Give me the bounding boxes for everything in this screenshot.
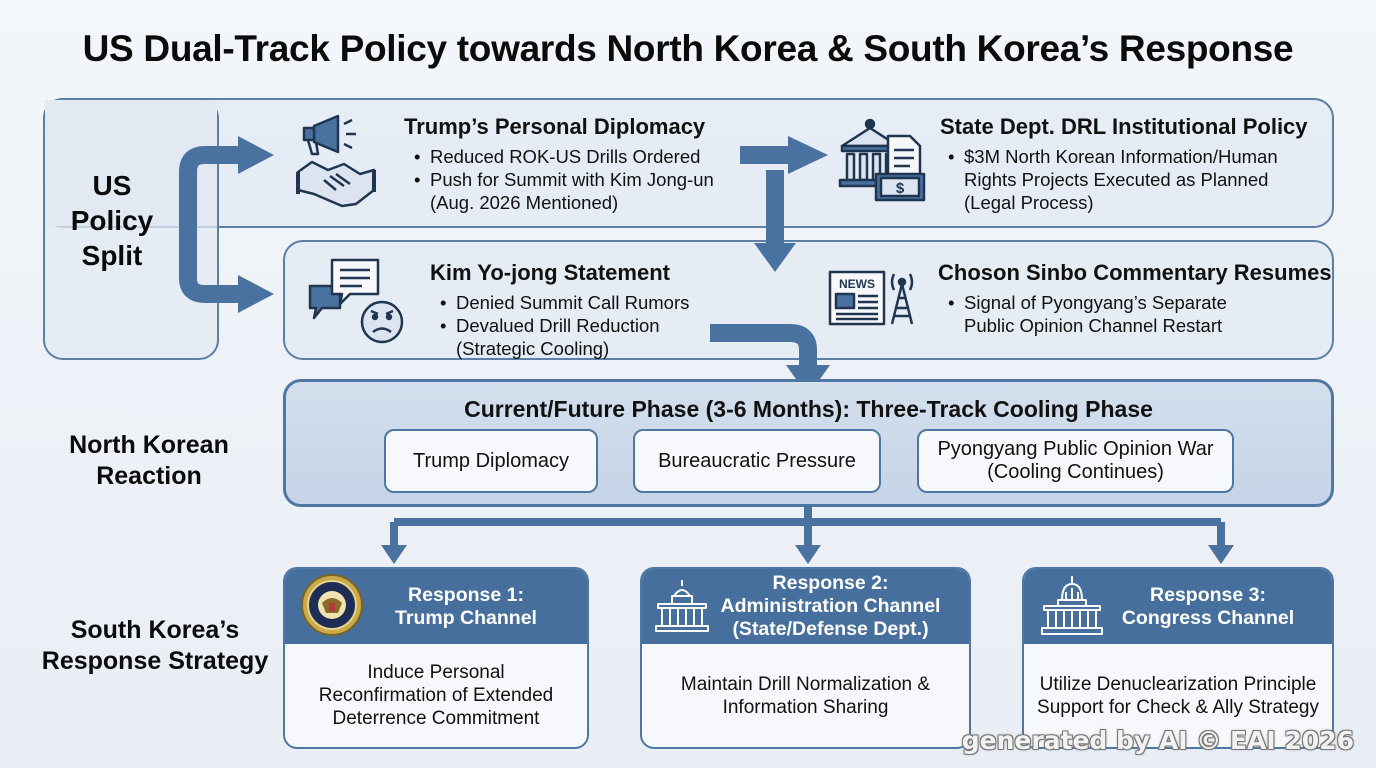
response-header-line: Response 3: — [1150, 583, 1266, 606]
choson-sinbo-title: Choson Sinbo Commentary Resumes — [938, 260, 1332, 285]
kim-yojong-bullets: Denied Summit Call Rumors Devalued Drill… — [430, 291, 689, 360]
list-item-continuation: (Legal Process) — [964, 192, 1094, 213]
response-arrow-head-3 — [1208, 545, 1234, 564]
capitol-building-icon — [655, 580, 709, 632]
list-item: Reduced ROK-US Drills Ordered — [414, 145, 714, 168]
response-1-body: Induce Personal Reconfirmation of Extend… — [285, 644, 587, 747]
row-label-line: North Korean — [69, 431, 229, 459]
list-item: $3M North Korean Information/Human — [948, 145, 1308, 168]
response-body-line: Deterrence Commitment — [332, 708, 540, 729]
choson-sinbo-bullets: Signal of Pyongyang’s Separate Public Op… — [938, 291, 1332, 337]
response-body-line: Information Sharing — [722, 696, 889, 718]
row-label-line: Policy — [70, 205, 154, 236]
response-body-line: Utilize Denuclearization Principle — [1039, 673, 1317, 695]
track-line: (Cooling Continues) — [987, 461, 1164, 483]
response-header-line: Response 2: — [772, 572, 889, 594]
speech-bubbles-frown-icon — [308, 258, 404, 344]
state-dept-bullets: $3M North Korean Information/Human Right… — [940, 145, 1308, 214]
kim-yojong-box: Kim Yo-jong Statement Denied Summit Call… — [430, 260, 689, 360]
list-item-continuation: (Aug. 2026 Mentioned) — [430, 192, 619, 213]
newspaper-antenna-icon: NEWS — [828, 270, 914, 326]
megaphone-handshake-icon — [296, 114, 376, 208]
state-dept-box: State Dept. DRL Institutional Policy $3M… — [940, 114, 1308, 214]
row-label-line: South Korea’s — [70, 616, 240, 644]
watermark: generated by AI © EAI 2026 — [961, 726, 1354, 755]
split-arrow-head-bottom — [238, 275, 274, 313]
track-trump-diplomacy: Trump Diplomacy — [384, 429, 598, 493]
list-item-continuation: (Strategic Cooling) — [456, 338, 610, 359]
trump-diplomacy-bullets: Reduced ROK-US Drills Ordered Push for S… — [404, 145, 714, 214]
response-body-line: Maintain Drill Normalization & — [680, 673, 931, 695]
response-body-line: Support for Check & Ally Strategy — [1037, 696, 1319, 718]
split-arrow-path — [179, 146, 240, 303]
response-header-line: Administration Channel — [720, 595, 941, 617]
svg-text:$: $ — [896, 180, 905, 197]
response-header-line: Congress Channel — [1121, 606, 1295, 629]
trump-diplomacy-title: Trump’s Personal Diplomacy — [404, 114, 706, 139]
list-item: Signal of Pyongyang’s Separate — [948, 291, 1332, 314]
response-2-box: Response 2: Administration Channel (Stat… — [640, 567, 971, 749]
list-item-continuation: Rights Projects Executed as Planned — [964, 169, 1269, 190]
response-arrow-head-1 — [381, 545, 407, 564]
capitol-dome-icon — [1041, 576, 1103, 635]
list-item: Devalued Drill Reduction — [440, 314, 689, 337]
presidential-seal-icon — [301, 574, 363, 636]
state-down-arrow-head — [754, 243, 796, 272]
response-2-body: Maintain Drill Normalization & Informati… — [642, 644, 969, 747]
response-3-body: Utilize Denuclearization Principle Suppo… — [1024, 644, 1332, 747]
trump-to-state-arrow-head — [788, 136, 828, 174]
response-header-line: (State/Defense Dept.) — [732, 618, 929, 640]
row-label-line: US — [92, 170, 132, 201]
response-body-line: Induce Personal — [367, 662, 505, 683]
kim-to-phase-arrow-path — [710, 324, 817, 368]
kim-yojong-title: Kim Yo-jong Statement — [430, 260, 670, 285]
row-label-line: Reaction — [96, 462, 202, 490]
row-label-nk-reaction: North Korean Reaction — [44, 430, 254, 492]
split-arrow-head-top — [238, 136, 274, 174]
track-bureaucratic-pressure: Bureaucratic Pressure — [633, 429, 881, 493]
news-label: NEWS — [839, 277, 875, 291]
list-item-continuation: Public Opinion Channel Restart — [964, 315, 1223, 336]
row-label-line: Response Strategy — [41, 647, 269, 675]
list-item: Denied Summit Call Rumors — [440, 291, 689, 314]
trump-diplomacy-box: Trump’s Personal Diplomacy Reduced ROK-U… — [404, 114, 714, 214]
list-item: Push for Summit with Kim Jong-un — [414, 168, 714, 191]
response-3-box: Response 3: Congress Channel Utilize Den… — [1022, 567, 1334, 749]
row-label-sk-response: South Korea’s Response Strategy — [30, 615, 280, 677]
response-header-line: Trump Channel — [395, 606, 537, 629]
phase-title: Current/Future Phase (3-6 Months): Three… — [464, 396, 1153, 422]
row-label-us-policy: US Policy Split — [60, 168, 164, 273]
track-line: Trump Diplomacy — [413, 449, 569, 472]
state-dept-title: State Dept. DRL Institutional Policy — [940, 114, 1308, 139]
track-line: Bureaucratic Pressure — [658, 449, 856, 472]
row-label-line: Split — [81, 240, 143, 271]
response-body-line: Reconfirmation of Extended — [318, 685, 554, 706]
response-arrow-head-2 — [795, 545, 821, 564]
response-header-line: Response 1: — [408, 583, 524, 606]
track-pyongyang-opinion-war: Pyongyang Public Opinion War (Cooling Co… — [917, 429, 1234, 493]
page-title: US Dual-Track Policy towards North Korea… — [82, 28, 1294, 69]
choson-sinbo-box: Choson Sinbo Commentary Resumes Signal o… — [938, 260, 1332, 337]
track-line: Pyongyang Public Opinion War — [937, 438, 1214, 460]
government-building-money-icon: $ — [838, 118, 926, 202]
